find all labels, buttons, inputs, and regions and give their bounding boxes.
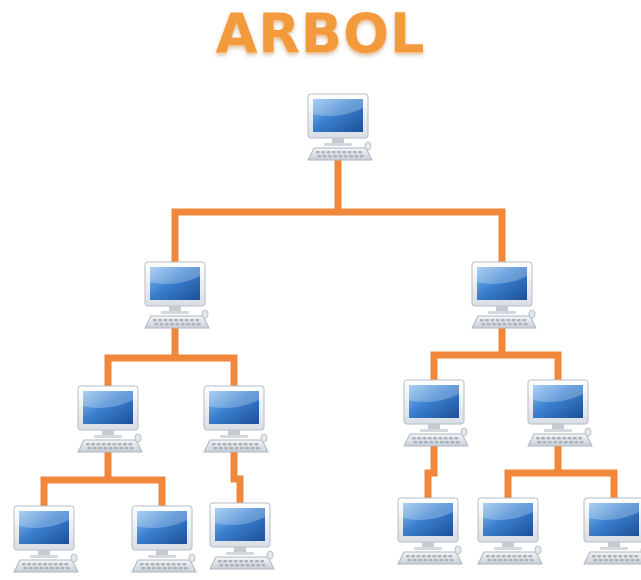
computer-node-right-right-left (477, 497, 543, 565)
computer-node-right-right-right (583, 497, 641, 565)
computer-node-left-left-left (13, 505, 79, 573)
diagram-title: ARBOL (215, 2, 426, 65)
computer-node-right-left-child (397, 497, 463, 565)
computer-node-right-left (403, 379, 469, 447)
computer-nodes (13, 93, 641, 573)
computer-node-left-right-child (209, 502, 275, 570)
computer-node-left-left-right (131, 505, 197, 573)
connector-lines (40, 152, 618, 512)
computer-node-left (144, 261, 210, 329)
computer-node-right-right (527, 379, 593, 447)
computer-node-left-left (77, 385, 143, 453)
computer-node-right (471, 261, 537, 329)
computer-node-root (307, 93, 373, 161)
computer-node-left-right (203, 385, 269, 453)
